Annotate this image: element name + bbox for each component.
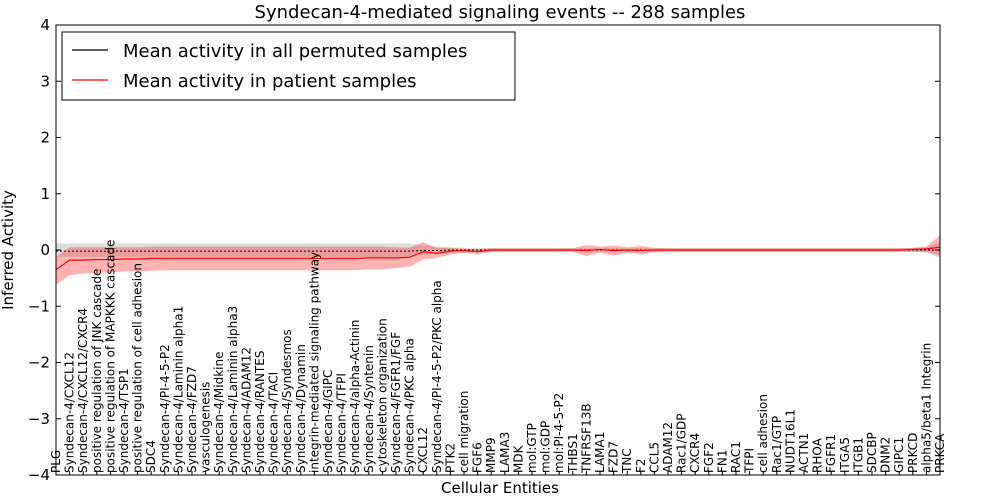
x-tick-label: RHOA [811, 437, 825, 473]
y-tick-label: 4 [40, 16, 50, 34]
x-tick-label: ACTN1 [797, 433, 811, 473]
x-tick-label: SDC4 [144, 440, 158, 473]
y-tick-label: 1 [40, 185, 50, 203]
x-tick-label: ITGB1 [851, 437, 865, 473]
x-tick-label: Syndecan-4/Midkine [212, 352, 226, 473]
line-series-1 [55, 246, 941, 271]
x-tick-label: integrin-mediated signaling pathway [307, 252, 321, 473]
x-tick-label: cell adhesion [756, 394, 770, 473]
y-tick-label: −2 [28, 354, 50, 372]
x-tick-label: CCL5 [647, 442, 661, 473]
x-tick-label: NUDT16L1 [783, 409, 797, 473]
x-tick-label: RAC1 [729, 441, 743, 473]
x-tick-label: GIPC1 [892, 437, 906, 473]
x-tick-label: Rac1/GTP [770, 416, 784, 473]
x-tick-label: alpha5/beta1 Integrin [919, 343, 933, 473]
band-series-1 [56, 235, 940, 285]
legend-box [61, 31, 516, 101]
y-tick-label: 3 [40, 72, 50, 90]
y-axis-label: Inferred Activity [0, 190, 17, 310]
x-tick-label: TNC [620, 448, 634, 474]
x-tick-label: FN1 [715, 449, 729, 473]
x-tick-label: TFPI [743, 448, 757, 474]
x-tick-label: Rac1/GDP [675, 414, 689, 473]
axis-ticks: −4 −3 −2 −1 0 1 2 3 4 [28, 16, 941, 484]
x-tick-label: ADAM12 [661, 422, 675, 473]
x-tick-label: Syndecan-4/Syndesmos [280, 329, 294, 473]
x-tick-label: SDCBP [865, 432, 879, 473]
x-tick-label: Syndecan-4/PI-4-5-P2/PKC alpha [430, 280, 444, 473]
x-tick-label: mol:PI-4-5-P2 [552, 393, 566, 473]
x-tick-label: DNM2 [879, 437, 893, 473]
x-tick-label: PRKCD [906, 433, 920, 473]
x-tick-label: Syndecan-4/TFPI [335, 373, 349, 473]
x-tick-label: FGF2 [702, 442, 716, 473]
x-tick-label: Syndecan-4/PKC alpha [403, 338, 417, 473]
x-tick-label: positive regulation of JNK cascade [90, 269, 104, 473]
chart-title: Syndecan-4-mediated signaling events -- … [255, 2, 746, 23]
x-tick-label: Syndecan-4/Dynamin [294, 344, 308, 473]
x-tick-label: Syndecan-4/CXCL12/CXCR4 [76, 308, 90, 473]
x-tick-label: FZD7 [607, 441, 621, 473]
x-tick-label: TNFRSF13B [579, 403, 593, 474]
x-tick-label: Syndecan-4/ADAM12 [239, 347, 253, 473]
x-tick-label: CXCL12 [416, 427, 430, 473]
legend: Mean activity in all permuted samples Me… [61, 31, 516, 101]
x-tick-label: Syndecan-4/TACI [267, 372, 281, 473]
y-tick-label: −4 [28, 466, 50, 484]
x-tick-label: cell migration [457, 391, 471, 473]
x-tick-label: cytoskeleton organization [375, 318, 389, 473]
confidence-bands [56, 235, 940, 285]
y-tick-label: 0 [40, 241, 50, 259]
x-tick-label: Syndecan-4/TSP1 [117, 368, 131, 473]
y-tick-label: −3 [28, 410, 50, 428]
x-tick-label: mol:GDP [539, 421, 553, 473]
x-tick-label: Syndecan-4/FGFR1/FGF [389, 332, 403, 473]
x-tick-label: ITGA5 [838, 437, 852, 473]
x-tick-label: vasculogenesis [199, 382, 213, 473]
x-tick-label: Syndecan-4/alpha-Actinin [348, 320, 362, 473]
plot-frame [55, 24, 941, 476]
x-tick-label: Syndecan-4/CXCL12 [63, 352, 77, 473]
y-tick-label: −1 [28, 297, 50, 315]
x-tick-label: FGFR1 [824, 434, 838, 473]
x-tick-label: mol:GTP [525, 423, 539, 473]
x-tick-label: Syndecan-4/FZD7 [185, 366, 199, 473]
x-tick-label: Syndecan-4/Laminin alpha1 [171, 306, 185, 473]
x-tick-label: MDK [511, 444, 525, 473]
x-tick-label: PTK2 [443, 443, 457, 473]
y-tick-label: 2 [40, 129, 50, 147]
x-tick-label: positive regulation of cell adhesion [131, 263, 145, 473]
x-tick-label: THBS1 [566, 433, 580, 474]
x-tick-label: Syndecan-4/Laminin alpha3 [226, 306, 240, 473]
x-tick-label: MMP9 [484, 437, 498, 473]
x-axis-label: Cellular Entities [441, 479, 559, 497]
x-tick-label: positive regulation of MAPKKK cascade [103, 240, 117, 473]
x-tick-label: Syndecan-4/GIPC [321, 370, 335, 473]
legend-label-patient: Mean activity in patient samples [123, 71, 417, 92]
x-tick-label: FGF6 [471, 442, 485, 473]
x-tick-label: Syndecan-4/Syntenin [362, 345, 376, 473]
legend-label-permuted: Mean activity in all permuted samples [123, 41, 467, 62]
x-tick-label: Syndecan-4/RANTES [253, 351, 267, 473]
x-tick-label: Syndecan-4/PI-4-5-P2 [158, 344, 172, 473]
x-tick-label: LAMA1 [593, 432, 607, 473]
x-tick-label: CXCR4 [688, 433, 702, 473]
x-tick-label: F2 [634, 458, 648, 473]
x-tick-label: LAMA3 [498, 432, 512, 473]
series-lines [55, 246, 941, 271]
